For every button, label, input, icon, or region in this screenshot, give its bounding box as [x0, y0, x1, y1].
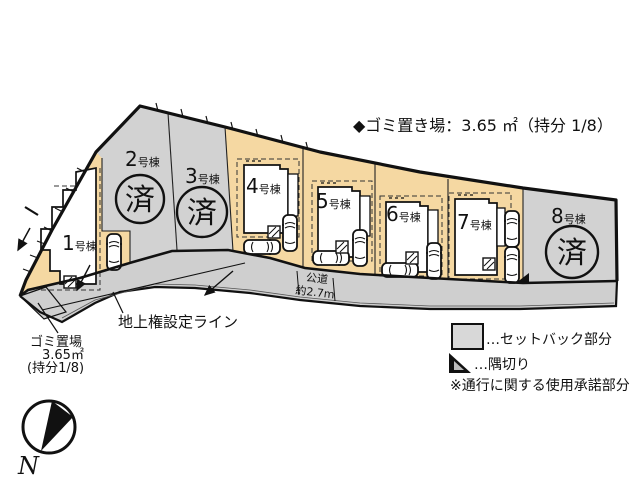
- road-inner-line: [61, 283, 615, 319]
- plot-1-suffix: 号棟: [75, 239, 97, 253]
- surface-line-arrow-right: [203, 270, 234, 296]
- car-lot7-upper: [503, 210, 521, 248]
- meter-box-lot4: [267, 225, 281, 239]
- road-bottom-edge: [19, 280, 619, 324]
- plot-3-number: 3: [185, 164, 198, 188]
- page-title: ◆ゴミ置き場：3.65 ㎡（持分 1/8）: [353, 116, 613, 135]
- trash-label-line1: ゴミ置場: [30, 334, 82, 350]
- meter-box-lot5: [335, 240, 349, 254]
- plot-label-6: 6号棟: [386, 202, 421, 226]
- plot-6-suffix: 号棟: [399, 210, 421, 224]
- sold-badge-plot3: 済: [175, 185, 229, 239]
- sold-text-plot3: 済: [187, 196, 217, 231]
- plot-7-number: 7: [457, 210, 470, 234]
- car-lot5-vertical: [351, 229, 369, 267]
- trash-leader: [37, 302, 59, 334]
- legend-setback-swatch: [451, 323, 484, 350]
- plot-label-5: 5号棟: [316, 189, 351, 213]
- lot-dividers: [101, 112, 524, 283]
- offsite-arrow: [17, 227, 31, 252]
- compass-needle: [41, 401, 73, 451]
- lot2-sold-area: [96, 106, 177, 263]
- legend-note: ※通行に関する使用承諾部分: [450, 377, 630, 394]
- plot-8-suffix: 号棟: [564, 212, 586, 226]
- building-4: [236, 158, 300, 238]
- annotation-arrows: [17, 206, 234, 334]
- meter-box-lot6: [405, 251, 419, 265]
- compass: N: [17, 399, 77, 480]
- road-width-ticks: [296, 270, 336, 302]
- meter-box-lot7: [482, 257, 496, 271]
- plot-label-1: 1号棟: [62, 231, 97, 255]
- plot-label-3: 3号棟: [185, 164, 220, 188]
- plot-4-number: 4: [246, 174, 259, 198]
- plot-label-7: 7号棟: [457, 210, 492, 234]
- plot-8-number: 8: [551, 204, 564, 228]
- legend-corner-cut-swatch-inner: [454, 361, 464, 370]
- trash-spot-area: [18, 286, 68, 320]
- plot-2-suffix: 号棟: [138, 155, 160, 169]
- offsite-tick: [24, 206, 39, 216]
- plot-label-4: 4号棟: [246, 174, 281, 198]
- outer-boundary: [18, 104, 619, 297]
- trash-label-group: ゴミ置場 3.65㎡ (持分1/8): [27, 334, 84, 376]
- plot-5-suffix: 号棟: [329, 197, 351, 211]
- car-lot4-horizontal: [243, 238, 281, 256]
- car-lot4-vertical: [281, 214, 299, 252]
- sold-text-plot8: 済: [557, 236, 587, 271]
- plot-label-2: 2号棟: [125, 147, 160, 171]
- boundary-ticks: [22, 102, 309, 273]
- plot-5-number: 5: [316, 189, 329, 213]
- trash-label-line2: 3.65㎡: [42, 348, 84, 363]
- lot3-sold-area: [168, 113, 233, 251]
- sold-text-plot2: 済: [125, 183, 155, 218]
- plot-2-number: 2: [125, 147, 138, 171]
- road-top-edge: [19, 248, 618, 298]
- car-lot6-vertical: [425, 242, 443, 280]
- compass-north-label: N: [17, 452, 40, 480]
- plot-1-number: 1: [62, 231, 75, 255]
- plot-3-suffix: 号棟: [198, 172, 220, 186]
- legend: …セットバック部分 …隅切り ※通行に関する使用承諾部分: [449, 323, 630, 394]
- road-area: [20, 250, 617, 322]
- legend-setback-label: …セットバック部分: [486, 332, 612, 348]
- surface-right-line-label: 地上権設定ライン: [118, 313, 238, 331]
- surface-line-leader: [112, 291, 124, 314]
- car-lot1: [105, 233, 123, 271]
- plot-labels: 1号棟 2号棟 3号棟 4号棟 5号棟 6号棟 7号棟 8号棟: [62, 147, 586, 255]
- road-label-group: 公道 約2.7m: [295, 270, 336, 302]
- sold-badge-plot8: 済: [544, 224, 600, 280]
- plot-4-suffix: 号棟: [259, 182, 281, 196]
- plot-7-suffix: 号棟: [470, 218, 492, 232]
- plot-label-8: 8号棟: [551, 204, 586, 228]
- building-1: [40, 166, 101, 291]
- car-lot7-lower: [503, 246, 521, 284]
- plot-6-number: 6: [386, 202, 399, 226]
- surface-right-line: [41, 262, 246, 311]
- legend-corner-cut-label: …隅切り: [474, 357, 530, 373]
- trash-label-line3: (持分1/8): [27, 361, 84, 376]
- sold-badge-plot2: 済: [114, 173, 166, 225]
- surface-line-arrow-left: [76, 264, 91, 292]
- sold-badges: 済 済 済: [114, 173, 600, 280]
- road-label: 公道: [305, 270, 329, 287]
- boundary-lines: [18, 102, 619, 324]
- road-width-label: 約2.7m: [295, 283, 336, 302]
